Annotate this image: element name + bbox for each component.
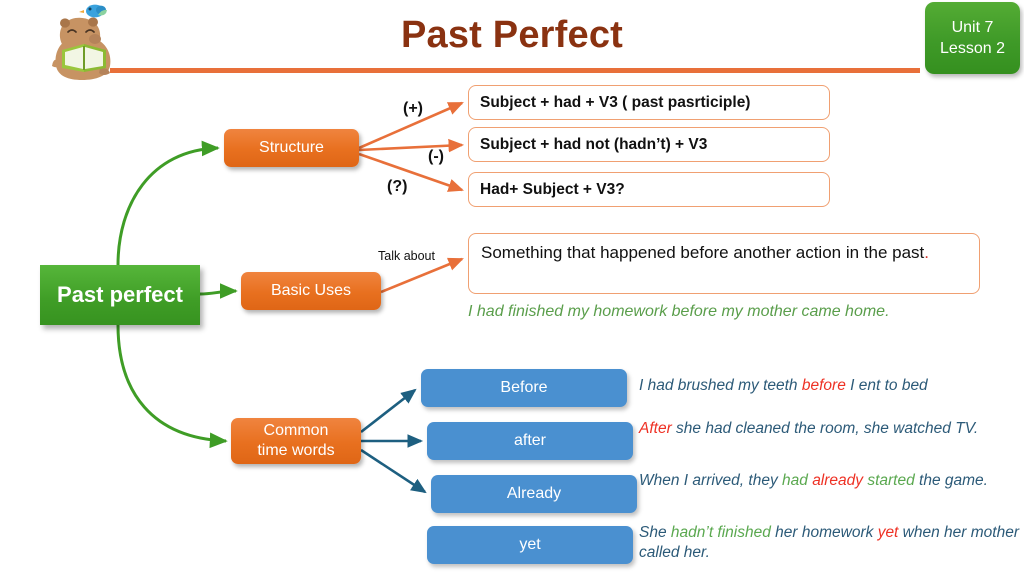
- sign-question: (?): [387, 178, 408, 195]
- formula-box-question: Had+ Subject + V3?: [468, 172, 830, 207]
- time-word-label: yet: [519, 536, 541, 553]
- page-title: Past Perfect: [400, 14, 624, 56]
- time-words-line2: time words: [257, 442, 335, 459]
- definition-period: .: [924, 243, 930, 262]
- definition-box: Something that happened before another a…: [468, 233, 980, 294]
- sentence-run: hadn’t finished: [670, 524, 771, 541]
- unit-label: Unit 7: [951, 19, 994, 36]
- branch-node-time-words[interactable]: Common time words: [231, 418, 361, 464]
- branch-node-time-words-label: Common time words: [257, 421, 334, 461]
- sentence-run: I ent to bed: [845, 377, 928, 394]
- time-word-box-after[interactable]: after: [427, 422, 633, 460]
- sign-negative: (-): [428, 148, 444, 165]
- time-word-label: after: [513, 432, 546, 449]
- lesson-label: Lesson 2: [940, 40, 1005, 57]
- root-node-past-perfect[interactable]: Past perfect: [40, 265, 200, 325]
- formula-box-negative: Subject + had not (hadn’t) + V3: [468, 127, 830, 162]
- sentence-run: when her mother called her.: [639, 524, 1019, 561]
- example-sentence-before: I had brushed my teeth before I ent to b…: [639, 376, 1024, 396]
- sentence-run: she had cleaned the room, she watched TV…: [671, 420, 979, 437]
- sentence-run: yet: [877, 524, 899, 541]
- connector-label-talk-about: Talk about: [378, 249, 435, 263]
- sentence-run: After: [639, 420, 672, 437]
- sentence-run: I had brushed my teeth: [639, 377, 802, 394]
- definition-text: Something that happened before another a…: [481, 243, 925, 262]
- sentence-run: the game.: [914, 472, 988, 489]
- sentence-run: her homework: [770, 524, 878, 541]
- time-word-box-yet[interactable]: yet: [427, 526, 633, 564]
- time-words-line1: Common: [263, 422, 329, 439]
- root-node-label: Past perfect: [57, 282, 183, 307]
- time-word-box-before[interactable]: Before: [421, 369, 627, 407]
- formula-box-affirmative: Subject + had + V3 ( past pasrticiple): [468, 85, 830, 120]
- capybara-reading-book-icon: [52, 4, 111, 86]
- blue-bird-icon: [79, 4, 107, 18]
- branch-node-basic-uses-label: Basic Uses: [270, 282, 352, 299]
- example-sentence-yet: She hadn’t finished her homework yet whe…: [639, 523, 1024, 563]
- basic-uses-example: I had finished my homework before my mot…: [468, 303, 890, 320]
- sentence-run: had: [782, 472, 813, 489]
- example-sentence-after: After she had cleaned the room, she watc…: [639, 419, 1024, 439]
- unit-lesson-badge: Unit 7 Lesson 2: [925, 2, 1020, 74]
- header-divider: [110, 68, 920, 73]
- time-word-box-already[interactable]: Already: [431, 475, 637, 513]
- sign-positive: (+): [403, 100, 423, 117]
- sentence-run: When I arrived, they: [639, 472, 783, 489]
- sentence-run: before: [801, 377, 846, 394]
- time-word-label: Before: [500, 379, 548, 396]
- branch-node-structure[interactable]: Structure: [224, 129, 359, 167]
- time-word-label: Already: [506, 485, 562, 502]
- branch-node-structure-label: Structure: [259, 139, 324, 156]
- sentence-run: She: [639, 524, 671, 541]
- sentence-run: already: [812, 472, 864, 489]
- example-sentence-already: When I arrived, they had already started…: [639, 471, 1024, 491]
- branch-node-basic-uses[interactable]: Basic Uses: [241, 272, 381, 310]
- sentence-run: started: [863, 472, 915, 489]
